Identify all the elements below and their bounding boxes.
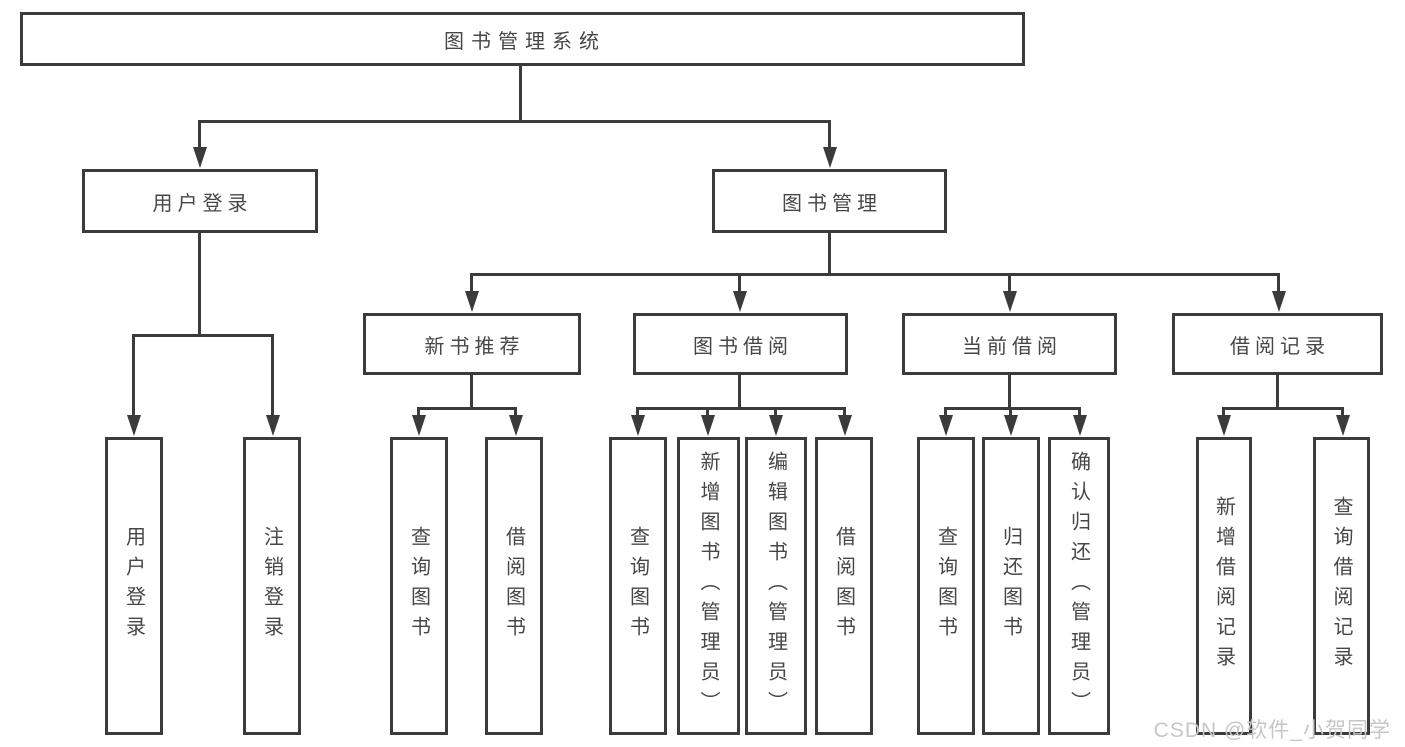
node-borrow-records: 借阅记录 xyxy=(1172,313,1383,375)
connector-hline xyxy=(470,273,1280,276)
connector-vline xyxy=(470,273,473,293)
connector-vline xyxy=(132,334,135,416)
connector-vline xyxy=(636,407,639,417)
connector-vline xyxy=(828,120,831,150)
leaf-query-book-current-label: 查询图书 xyxy=(934,526,957,646)
leaf-confirm-return-admin-label: 确认归还（管理员） xyxy=(1067,451,1090,721)
arrow-down-icon xyxy=(769,415,783,436)
arrow-down-icon xyxy=(733,291,747,312)
leaf-query-book-recommend-label: 查询图书 xyxy=(407,526,430,646)
node-current-borrowing: 当前借阅 xyxy=(902,313,1117,375)
node-new-book-recommend-label: 新书推荐 xyxy=(424,335,525,358)
connector-hline xyxy=(636,407,846,410)
connector-vline xyxy=(828,233,831,276)
leaf-return-book-label: 归还图书 xyxy=(999,526,1022,646)
leaf-query-book-recommend: 查询图书 xyxy=(390,437,448,735)
leaf-edit-book-admin-label: 编辑图书（管理员） xyxy=(764,451,787,721)
connector-vline xyxy=(271,334,274,416)
csdn-watermark: CSDN @软件_小贺同学 xyxy=(1153,719,1391,742)
connector-vline xyxy=(198,233,201,337)
connector-vline xyxy=(843,407,846,417)
connector-vline xyxy=(198,120,201,150)
connector-vline xyxy=(1277,273,1280,293)
connector-hline xyxy=(198,120,831,123)
leaf-logout-label: 注销登录 xyxy=(260,526,283,646)
leaf-query-book-borrowing-label: 查询图书 xyxy=(626,526,649,646)
arrow-down-icon xyxy=(631,415,645,436)
node-current-borrowing-label: 当前借阅 xyxy=(962,335,1062,358)
connector-vline xyxy=(774,407,777,417)
arrow-down-icon xyxy=(1336,415,1350,436)
arrow-down-icon xyxy=(193,147,207,168)
arrow-down-icon xyxy=(838,415,852,436)
connector-hline xyxy=(1222,407,1344,410)
leaf-query-borrow-record: 查询借阅记录 xyxy=(1313,437,1370,735)
arrow-down-icon xyxy=(701,415,715,436)
connector-vline xyxy=(514,407,517,417)
connector-vline xyxy=(1078,407,1081,417)
arrow-down-icon xyxy=(1217,415,1231,436)
leaf-add-book-admin: 新增图书（管理员） xyxy=(677,437,740,735)
connector-vline xyxy=(1341,407,1344,417)
leaf-borrow-book-label: 借阅图书 xyxy=(832,526,855,646)
arrow-down-icon xyxy=(127,415,141,436)
node-root-label: 图书管理系统 xyxy=(444,30,606,53)
node-book-management: 图书管理 xyxy=(712,169,947,233)
connector-vline xyxy=(1008,273,1011,293)
leaf-add-borrow-record: 新增借阅记录 xyxy=(1196,437,1252,735)
connector-hline xyxy=(417,407,517,410)
leaf-user-login-label: 用户登录 xyxy=(122,526,145,646)
connector-vline xyxy=(1008,375,1011,410)
connector-vline xyxy=(738,273,741,293)
connector-vline xyxy=(519,66,522,122)
leaf-logout: 注销登录 xyxy=(243,437,301,735)
arrow-down-icon xyxy=(1073,415,1087,436)
leaf-query-book-current: 查询图书 xyxy=(917,437,975,735)
connector-vline xyxy=(738,375,741,410)
connector-vline xyxy=(1009,407,1012,417)
arrow-down-icon xyxy=(939,415,953,436)
node-borrow-records-label: 借阅记录 xyxy=(1230,335,1330,358)
arrow-down-icon xyxy=(823,147,837,168)
node-book-borrowing: 图书借阅 xyxy=(633,313,848,375)
leaf-return-book: 归还图书 xyxy=(982,437,1040,735)
connector-vline xyxy=(1276,375,1279,410)
node-book-borrowing-label: 图书借阅 xyxy=(693,335,793,358)
connector-hline xyxy=(944,407,1081,410)
leaf-query-book-borrowing: 查询图书 xyxy=(609,437,667,735)
connector-vline xyxy=(944,407,947,417)
connector-vline xyxy=(706,407,709,417)
leaf-add-book-admin-label: 新增图书（管理员） xyxy=(697,451,719,721)
leaf-edit-book-admin: 编辑图书（管理员） xyxy=(745,437,807,735)
connector-vline xyxy=(1222,407,1225,417)
node-new-book-recommend: 新书推荐 xyxy=(363,313,581,375)
connector-vline xyxy=(417,407,420,417)
node-book-management-label: 图书管理 xyxy=(782,192,882,215)
leaf-add-borrow-record-label: 新增借阅记录 xyxy=(1212,496,1235,676)
leaf-user-login: 用户登录 xyxy=(105,437,163,735)
arrow-down-icon xyxy=(1272,291,1286,312)
leaf-borrow-book: 借阅图书 xyxy=(815,437,873,735)
connector-hline xyxy=(132,334,274,337)
leaf-borrow-book-recommend: 借阅图书 xyxy=(485,437,543,735)
arrow-down-icon xyxy=(1003,291,1017,312)
leaf-borrow-book-recommend-label: 借阅图书 xyxy=(502,526,525,646)
arrow-down-icon xyxy=(412,415,426,436)
node-user-login-label: 用户登录 xyxy=(152,192,253,215)
connector-vline xyxy=(470,375,473,410)
node-root: 图书管理系统 xyxy=(20,12,1025,66)
arrow-down-icon xyxy=(1004,415,1018,436)
node-user-login: 用户登录 xyxy=(82,169,318,233)
leaf-confirm-return-admin: 确认归还（管理员） xyxy=(1048,437,1110,735)
leaf-query-borrow-record-label: 查询借阅记录 xyxy=(1330,496,1352,676)
arrow-down-icon xyxy=(509,415,523,436)
arrow-down-icon xyxy=(465,291,479,312)
arrow-down-icon xyxy=(266,415,280,436)
